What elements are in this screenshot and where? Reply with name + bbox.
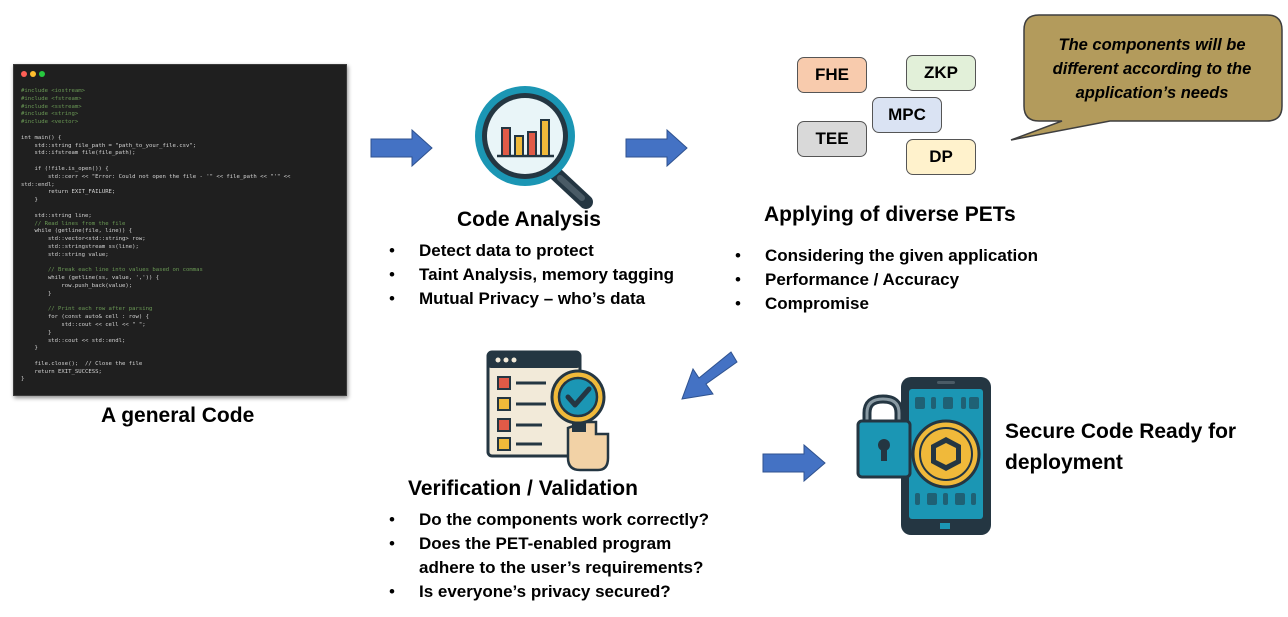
code-line: file.close(); // Close the file [21,360,143,367]
code-line: std::endl; [21,181,55,188]
code-analysis-bullets: Detect data to protectTaint Analysis, me… [389,239,674,311]
code-line: #include <string> [21,111,79,118]
bullet-item: Detect data to protect [389,239,674,263]
code-line: // Print each row after parsing [21,306,153,313]
arrow-right-icon [370,128,433,168]
code-line: std::cerr << "Error: Could not open the … [21,173,291,180]
pets-bullets: Considering the given applicationPerform… [735,244,1038,316]
code-caption: A general Code [101,404,255,427]
bullet-item: Is everyone’s privacy secured? [389,580,709,604]
code-line: std::ifstream file(file_path); [21,150,136,157]
code-line: std::string line; [21,212,92,219]
code-line: if (!file.is_open()) { [21,165,109,172]
checklist-magnifier-icon [486,350,610,472]
code-analysis-title: Code Analysis [457,208,601,231]
pets-title: Applying of diverse PETs [764,203,1016,226]
bullet-item: Considering the given application [735,244,1038,268]
bullet-item: Taint Analysis, memory tagging [389,263,674,287]
bullet-item: Do the components work correctly? [389,508,709,532]
secure-code-title: Secure Code Ready for deployment [1005,420,1237,474]
pet-box-tee: TEE [797,121,867,157]
code-line: std::cout << cell << " "; [21,321,146,328]
close-dot-icon [21,71,27,77]
code-line: #include <vector> [21,119,79,126]
code-line: #include <sstream> [21,103,82,110]
code-line: } [21,329,52,336]
speech-callout [1010,14,1283,141]
bullet-item: Does the PET-enabled program adhere to t… [389,532,709,580]
bullet-item: Performance / Accuracy [735,268,1038,292]
code-line: } [21,345,38,352]
pet-box-fhe: FHE [797,57,867,93]
code-line: std::vector<std::string> row; [21,236,146,243]
code-line: std::stringstream ss(line); [21,243,139,250]
code-line: std::cout << std::endl; [21,337,126,344]
verification-bullets: Do the components work correctly?Does th… [389,508,709,604]
maximize-dot-icon [39,71,45,77]
code-line: row.push_back(value); [21,282,133,289]
arrow-right-icon [625,128,688,168]
code-line: while (getline(ss, value, ',')) { [21,275,160,282]
code-line: return EXIT_SUCCESS; [21,368,102,375]
code-line: int main() { [21,134,62,141]
pet-box-dp: DP [906,139,976,175]
code-line: #include <iostream> [21,88,85,94]
bullet-item: Mutual Privacy – who’s data [389,287,674,311]
pet-box-zkp: ZKP [906,55,976,91]
code-line: } [21,197,38,204]
secure-phone-lock-icon [856,377,991,535]
code-line: #include <fstream> [21,95,82,102]
code-listing: #include <iostream> #include <fstream> #… [21,88,290,384]
pet-box-mpc: MPC [872,97,942,133]
code-line: // Read lines from the file [21,220,126,227]
code-line: std::string file_path = "path_to_your_fi… [21,142,197,149]
code-line: while (getline(file, line)) { [21,228,133,235]
code-line: } [21,290,52,297]
verification-title: Verification / Validation [408,477,638,500]
code-line: // Break each line into values based on … [21,267,203,274]
callout-text: The components will be different accordi… [1052,36,1252,102]
code-line: for (const auto& cell : row) { [21,314,149,321]
arrow-down-left-icon [681,351,738,400]
bullet-item: Compromise [735,292,1038,316]
magnifier-chart-icon [475,86,593,209]
code-editor-panel: #include <iostream> #include <fstream> #… [13,64,347,396]
arrow-right-icon [762,443,826,483]
code-line: std::string value; [21,251,109,258]
code-line: } [21,376,25,383]
code-line: return EXIT_FAILURE; [21,189,116,196]
minimize-dot-icon [30,71,36,77]
